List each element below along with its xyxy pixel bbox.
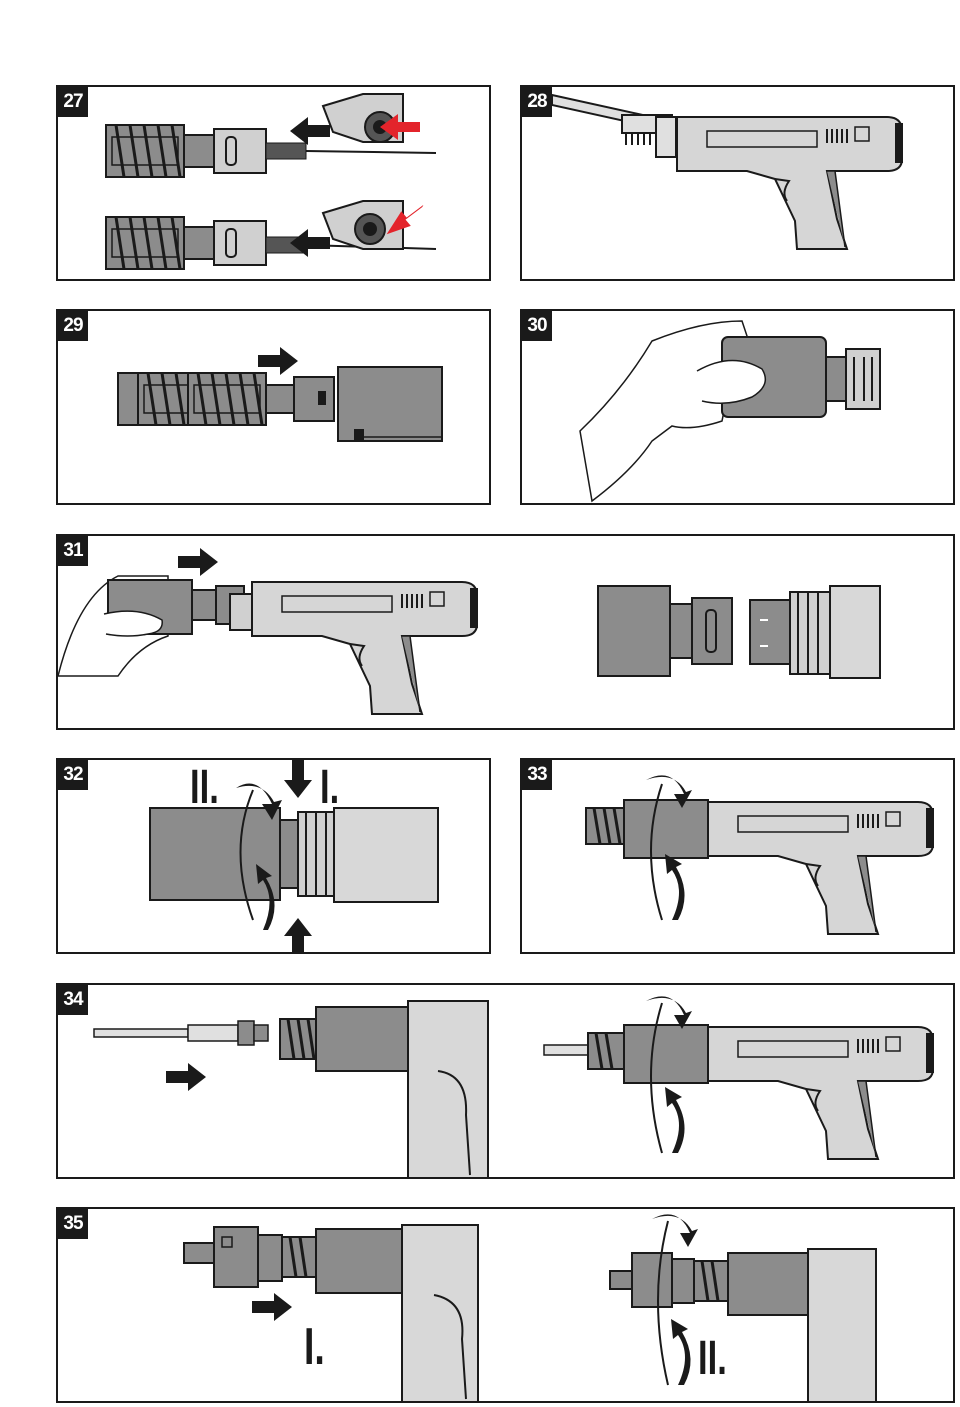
piston-insertion-illustration [117,347,443,442]
figure-31-panel: 31 [56,534,955,730]
step-label-i: I. [320,761,340,814]
figure-28-panel: 28 [520,85,955,281]
tool-rotation-illustration [585,775,935,935]
wire-brush-cleaning-illustration [551,93,904,250]
wire-brush [551,93,673,145]
cleaning-brush-lower [321,200,404,250]
rotate-arrow [236,783,282,820]
figure-number: 31 [58,536,88,566]
nail-gun-body [251,581,479,715]
figure-29-panel: 29 [56,309,491,505]
nail-guide-rod [93,1020,269,1046]
guide-housing [149,807,281,901]
piston-assembly [117,371,335,427]
figure-number: 27 [58,87,88,117]
step-label-ii: II. [190,761,219,814]
piston-cleaning-illustration [104,93,437,271]
figure-number: 35 [58,1209,88,1239]
guide-housing [337,366,443,442]
nail-gun-body [676,116,904,250]
figure-number: 33 [522,760,552,790]
nail-guide-insertion-illustration [93,996,935,1177]
hand-holding-housing-illustration [579,320,881,503]
housing-insertion-illustration [58,548,881,715]
piston-assembly-upper [104,123,437,179]
figure-number: 34 [58,985,88,1015]
figure-35-panel: 35 I. II. [56,1207,955,1403]
figure-27-panel: 27 [56,85,491,281]
housing-rotation-illustration [149,760,439,952]
nail-gun-body [707,1026,935,1160]
figure-30-panel: 30 [520,309,955,505]
attachment-install-illustration [183,1214,877,1401]
figure-number: 30 [522,311,552,341]
figure-number: 32 [58,760,88,790]
figure-number: 28 [522,87,552,117]
nail-gun-body [707,801,935,935]
housing-detail [597,585,881,679]
figure-34-panel: 34 [56,983,955,1179]
figure-number: 29 [58,311,88,341]
figure-32-panel: 32 II. I. [56,758,491,954]
step-label-i: I. [304,1318,325,1376]
figure-33-panel: 33 [520,758,955,954]
step-label-ii: II. [698,1332,727,1385]
